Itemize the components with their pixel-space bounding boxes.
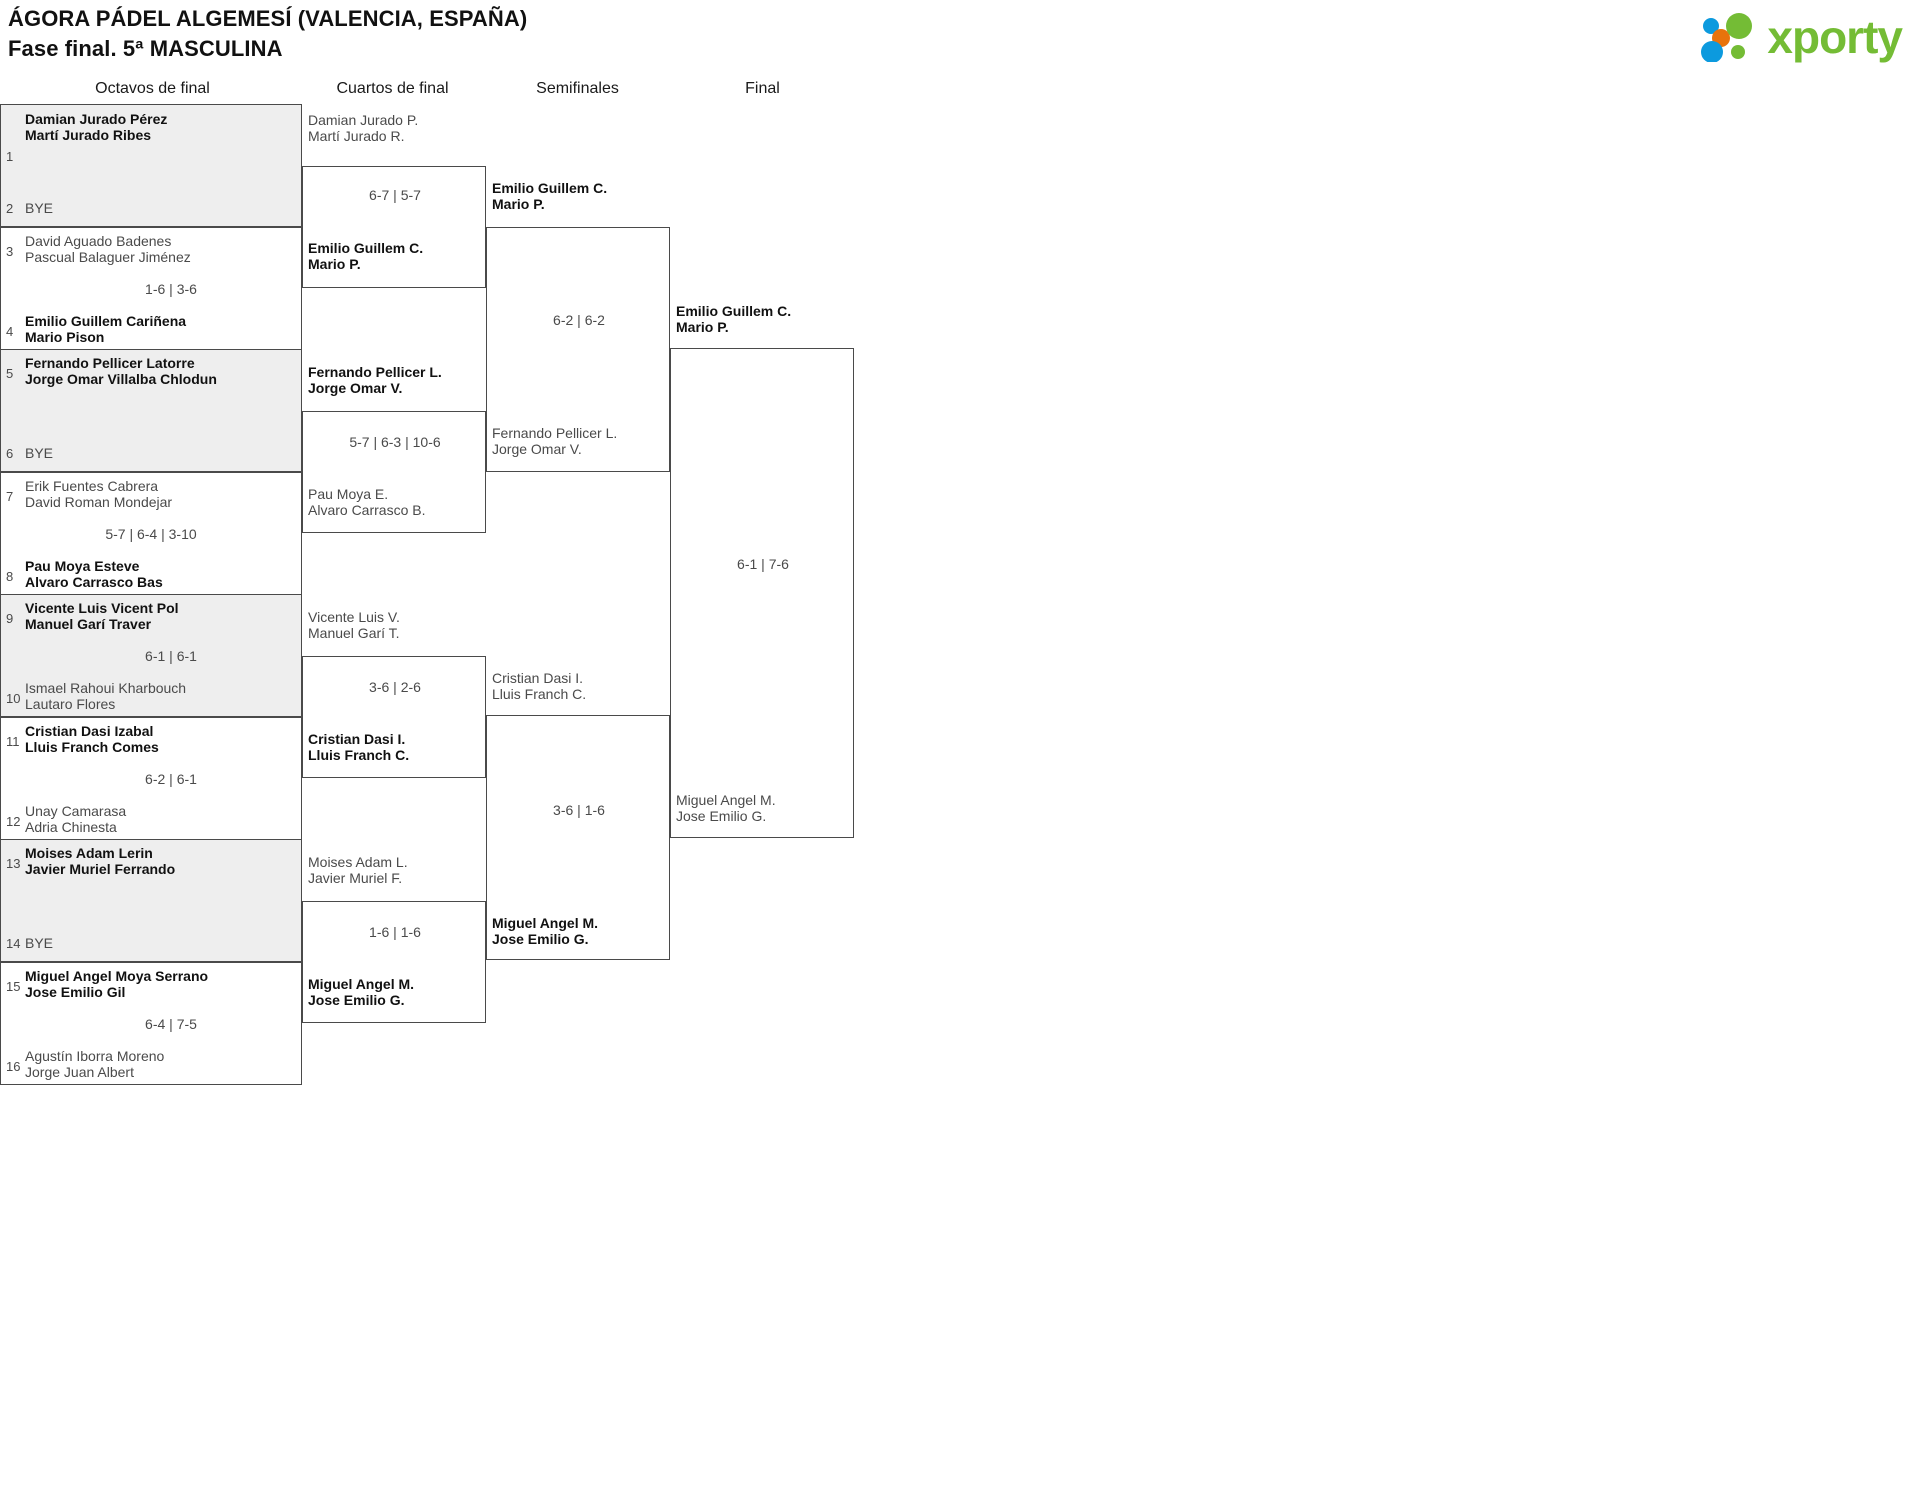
- match-score: 6-1 | 6-1: [145, 648, 197, 664]
- team-name: Pau Moya Esteve Alvaro Carrasco Bas: [25, 558, 163, 590]
- round-header-semifinales: Semifinales: [536, 80, 619, 97]
- page-title: ÁGORA PÁDEL ALGEMESÍ (VALENCIA, ESPAÑA) …: [8, 4, 1108, 64]
- r1-match-4[interactable]: 7 Erik Fuentes Cabrera David Roman Monde…: [0, 472, 302, 595]
- seed-number: 4: [6, 324, 14, 339]
- r2-match-3-team-top: Vicente Luis V. Manuel Garí T.: [308, 609, 400, 641]
- r2-match-1-bracket[interactable]: 6-7 | 5-7: [302, 166, 486, 288]
- tournament-name: ÁGORA PÁDEL ALGEMESÍ (VALENCIA, ESPAÑA): [8, 6, 528, 31]
- seed-number: 2: [6, 201, 14, 216]
- seed-number: 3: [6, 244, 14, 259]
- team-name: Erik Fuentes Cabrera David Roman Mondeja…: [25, 478, 173, 510]
- match-score: 5-7 | 6-3 | 10-6: [349, 434, 441, 450]
- seed-number: 12: [6, 814, 21, 829]
- r1-match-1[interactable]: 1 Damian Jurado Pérez Martí Jurado Ribes…: [0, 104, 302, 227]
- seed-number: 13: [6, 856, 21, 871]
- match-score: 1-6 | 1-6: [369, 924, 421, 940]
- r3-match-2-bracket[interactable]: 3-6 | 1-6: [486, 715, 670, 960]
- match-score: 6-7 | 5-7: [369, 187, 421, 203]
- seed-number: 1: [6, 149, 14, 164]
- r2-match-1-team-top: Damian Jurado P. Martí Jurado R.: [308, 112, 419, 144]
- team-name: Emilio Guillem Cariñena Mario Pison: [25, 313, 187, 345]
- match-score: 6-1 | 7-6: [737, 556, 789, 572]
- seed-number: 11: [6, 734, 20, 749]
- team-name: BYE: [25, 445, 54, 461]
- seed-number: 5: [6, 366, 14, 381]
- r2-match-4-team-bottom: Miguel Angel M. Jose Emilio G.: [308, 976, 415, 1008]
- team-name: Ismael Rahoui Kharbouch Lautaro Flores: [25, 680, 187, 712]
- r1-match-3[interactable]: 5 Fernando Pellicer Latorre Jorge Omar V…: [0, 349, 302, 472]
- r4-match-1-team-top: Emilio Guillem C. Mario P.: [676, 303, 792, 335]
- seed-number: 16: [6, 1059, 21, 1074]
- r2-match-3-bracket[interactable]: 3-6 | 2-6: [302, 656, 486, 778]
- match-score: 6-2 | 6-1: [145, 771, 197, 787]
- match-score: 5-7 | 6-4 | 3-10: [105, 526, 197, 542]
- seed-number: 9: [6, 611, 14, 626]
- seed-number: 10: [6, 691, 21, 706]
- team-name: David Aguado Badenes Pascual Balaguer Ji…: [25, 233, 191, 265]
- r1-match-6[interactable]: 11 Cristian Dasi Izabal Lluis Franch Com…: [0, 717, 302, 840]
- tournament-phase: Fase final. 5ª MASCULINA: [8, 36, 283, 61]
- team-name: BYE: [25, 200, 54, 216]
- xporty-logo: xporty: [1699, 8, 1903, 66]
- match-score: 3-6 | 1-6: [553, 802, 605, 818]
- r1-match-2[interactable]: 3 David Aguado Badenes Pascual Balaguer …: [0, 227, 302, 350]
- seed-number: 14: [6, 936, 21, 951]
- r1-match-7[interactable]: 13 Moises Adam Lerin Javier Muriel Ferra…: [0, 839, 302, 962]
- r3-match-2-team-bottom: Miguel Angel M. Jose Emilio G.: [492, 915, 599, 947]
- r3-match-1-team-bottom: Fernando Pellicer L. Jorge Omar V.: [492, 425, 618, 457]
- match-score: 6-2 | 6-2: [553, 312, 605, 328]
- xporty-dots-icon: [1701, 13, 1753, 62]
- team-name: Miguel Angel Moya Serrano Jose Emilio Gi…: [25, 968, 209, 1000]
- r1-match-8[interactable]: 15 Miguel Angel Moya Serrano Jose Emilio…: [0, 962, 302, 1085]
- match-score: 1-6 | 3-6: [145, 281, 197, 297]
- team-name: BYE: [25, 935, 54, 951]
- team-name: Moises Adam Lerin Javier Muriel Ferrando: [25, 845, 176, 877]
- seed-number: 8: [6, 569, 14, 584]
- team-name: Fernando Pellicer Latorre Jorge Omar Vil…: [25, 355, 217, 387]
- round-header-octavos: Octavos de final: [95, 80, 210, 97]
- team-name: Agustín Iborra Moreno Jorge Juan Albert: [25, 1048, 165, 1080]
- seed-number: 15: [6, 979, 21, 994]
- r3-match-1-bracket[interactable]: 6-2 | 6-2: [486, 227, 670, 472]
- r4-match-1-team-bottom: Miguel Angel M. Jose Emilio G.: [676, 792, 776, 824]
- team-name: Cristian Dasi Izabal Lluis Franch Comes: [25, 723, 159, 755]
- seed-number: 6: [6, 446, 14, 461]
- match-score: 3-6 | 2-6: [369, 679, 421, 695]
- r2-match-2-team-bottom: Pau Moya E. Alvaro Carrasco B.: [308, 486, 426, 518]
- team-name: Vicente Luis Vicent Pol Manuel Garí Trav…: [25, 600, 179, 632]
- r2-match-1-team-bottom: Emilio Guillem C. Mario P.: [308, 240, 424, 272]
- team-name: Unay Camarasa Adria Chinesta: [25, 803, 127, 835]
- r2-match-4-bracket[interactable]: 1-6 | 1-6: [302, 901, 486, 1023]
- r2-match-3-team-bottom: Cristian Dasi I. Lluis Franch C.: [308, 731, 410, 763]
- seed-number: 7: [6, 489, 14, 504]
- r1-match-5[interactable]: 9 Vicente Luis Vicent Pol Manuel Garí Tr…: [0, 594, 302, 717]
- round-header-final: Final: [745, 80, 780, 97]
- r3-match-1-team-top: Emilio Guillem C. Mario P.: [492, 180, 608, 212]
- xporty-wordmark: xporty: [1767, 11, 1903, 63]
- r2-match-4-team-top: Moises Adam L. Javier Muriel F.: [308, 854, 408, 886]
- team-name: Damian Jurado Pérez Martí Jurado Ribes: [25, 111, 168, 143]
- r2-match-2-bracket[interactable]: 5-7 | 6-3 | 10-6: [302, 411, 486, 533]
- r4-match-1-bracket[interactable]: 6-1 | 7-6: [670, 348, 854, 838]
- r3-match-2-team-top: Cristian Dasi I. Lluis Franch C.: [492, 670, 587, 702]
- round-header-cuartos: Cuartos de final: [336, 80, 449, 97]
- r2-match-2-team-top: Fernando Pellicer L. Jorge Omar V.: [308, 364, 442, 396]
- match-score: 6-4 | 7-5: [145, 1016, 197, 1032]
